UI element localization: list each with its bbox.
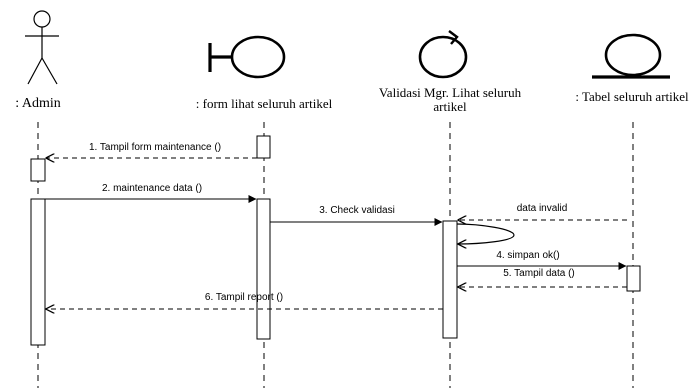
participant-form-label: : form lihat seluruh artikel xyxy=(196,96,333,111)
message-5-label: 5. Tampil data () xyxy=(503,268,575,279)
participant-control-label-line2: artikel xyxy=(433,99,467,114)
activation-form-2 xyxy=(256,198,271,340)
message-data-invalid-label: data invalid xyxy=(517,203,568,214)
activation-admin-2 xyxy=(30,198,46,346)
activation-entity xyxy=(626,265,641,292)
message-1-label: 1. Tampil form maintenance () xyxy=(89,142,221,153)
actor-admin-icon xyxy=(25,10,59,85)
control-validasi-icon xyxy=(418,30,468,79)
message-6-label: 6. Tampil report () xyxy=(205,292,283,303)
activation-admin-1 xyxy=(30,158,46,182)
boundary-form-icon xyxy=(208,35,286,79)
self-call-loop-arrow xyxy=(456,223,515,244)
message-4-label: 4. simpan ok() xyxy=(496,250,559,261)
participant-entity-label: : Tabel seluruh artikel xyxy=(575,89,689,104)
message-2-label: 2. maintenance data () xyxy=(102,183,202,194)
participant-admin-label: : Admin xyxy=(15,96,61,111)
participant-control-label-line1: Validasi Mgr. Lihat seluruh xyxy=(379,85,522,100)
activation-control xyxy=(442,220,458,339)
message-3-label: 3. Check validasi xyxy=(319,205,395,216)
entity-tabel-icon xyxy=(592,33,670,79)
activation-form-1 xyxy=(256,135,271,159)
